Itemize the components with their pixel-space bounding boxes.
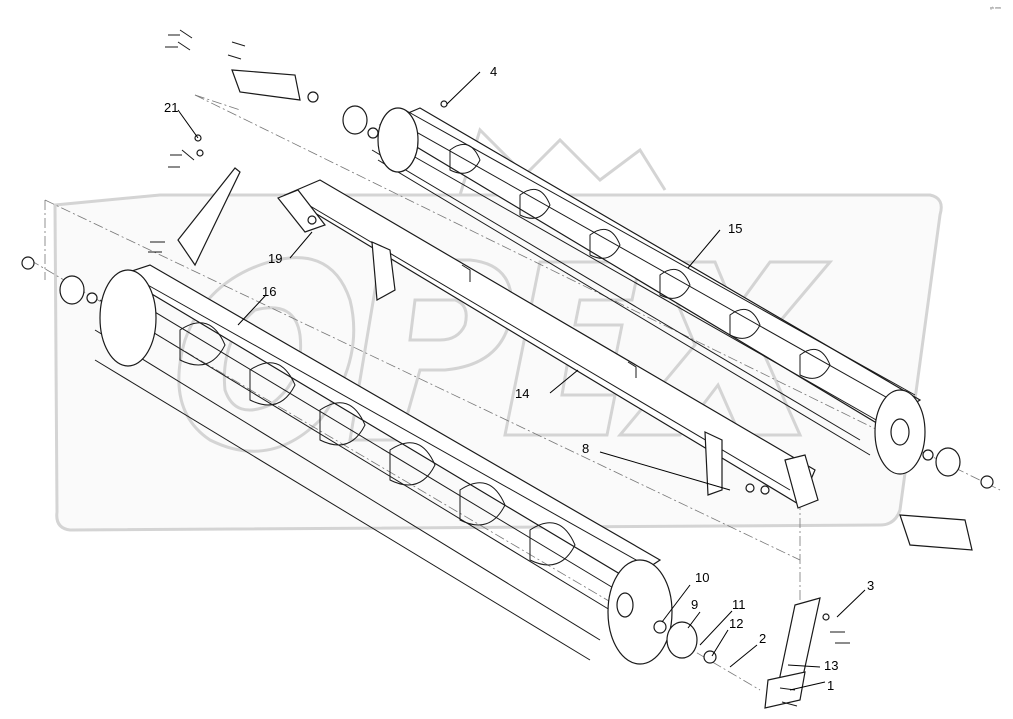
callout-3: 3 <box>867 578 874 593</box>
mounting-hardware <box>21 29 994 709</box>
callout-2: 2 <box>759 631 766 646</box>
callout-9: 9 <box>691 597 698 612</box>
callout-labels: 1 2 3 4 8 9 10 11 12 13 14 15 16 19 21 <box>164 64 874 693</box>
roller-15 <box>371 107 926 475</box>
callout-13: 13 <box>824 658 838 673</box>
callout-19: 19 <box>268 251 282 266</box>
callout-1: 1 <box>827 678 834 693</box>
callout-16: 16 <box>262 284 276 299</box>
callout-leaders <box>177 71 866 691</box>
callout-4: 4 <box>490 64 497 79</box>
corner-mark: ᵍʰ ᵐᵐ <box>990 6 1001 12</box>
callout-8: 8 <box>582 441 589 456</box>
frame-bar-14 <box>277 179 819 509</box>
callout-10: 10 <box>695 570 709 585</box>
roller-16 <box>94 264 673 665</box>
callout-21: 21 <box>164 100 178 115</box>
callout-14: 14 <box>515 386 529 401</box>
callout-12: 12 <box>729 616 743 631</box>
callout-11: 11 <box>732 597 746 612</box>
callout-15: 15 <box>728 221 742 236</box>
